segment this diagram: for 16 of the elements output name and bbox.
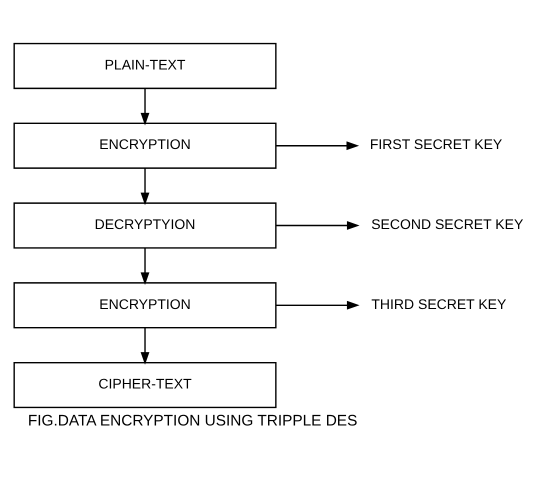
- arrow: [140, 168, 150, 206]
- arrow: [276, 300, 360, 310]
- node-text: THIRD SECRET KEY: [371, 296, 506, 312]
- arrow: [140, 88, 150, 126]
- node-box: ENCRYPTION: [13, 122, 277, 169]
- arrow: [140, 328, 150, 365]
- node-text: SECOND SECRET KEY: [371, 216, 524, 232]
- node-box: PLAIN-TEXT: [13, 42, 277, 90]
- arrow: [276, 221, 360, 230]
- arrow: [276, 141, 360, 150]
- node-box: DECRYPTYION: [13, 202, 277, 249]
- caption: FIG.DATA ENCRYPTION USING TRIPPLE DES: [28, 412, 358, 430]
- node-box: ENCRYPTION: [13, 282, 277, 328]
- arrow: [140, 248, 150, 285]
- node-text: FIRST SECRET KEY: [370, 136, 502, 152]
- node-box: CIPHER-TEXT: [13, 362, 277, 408]
